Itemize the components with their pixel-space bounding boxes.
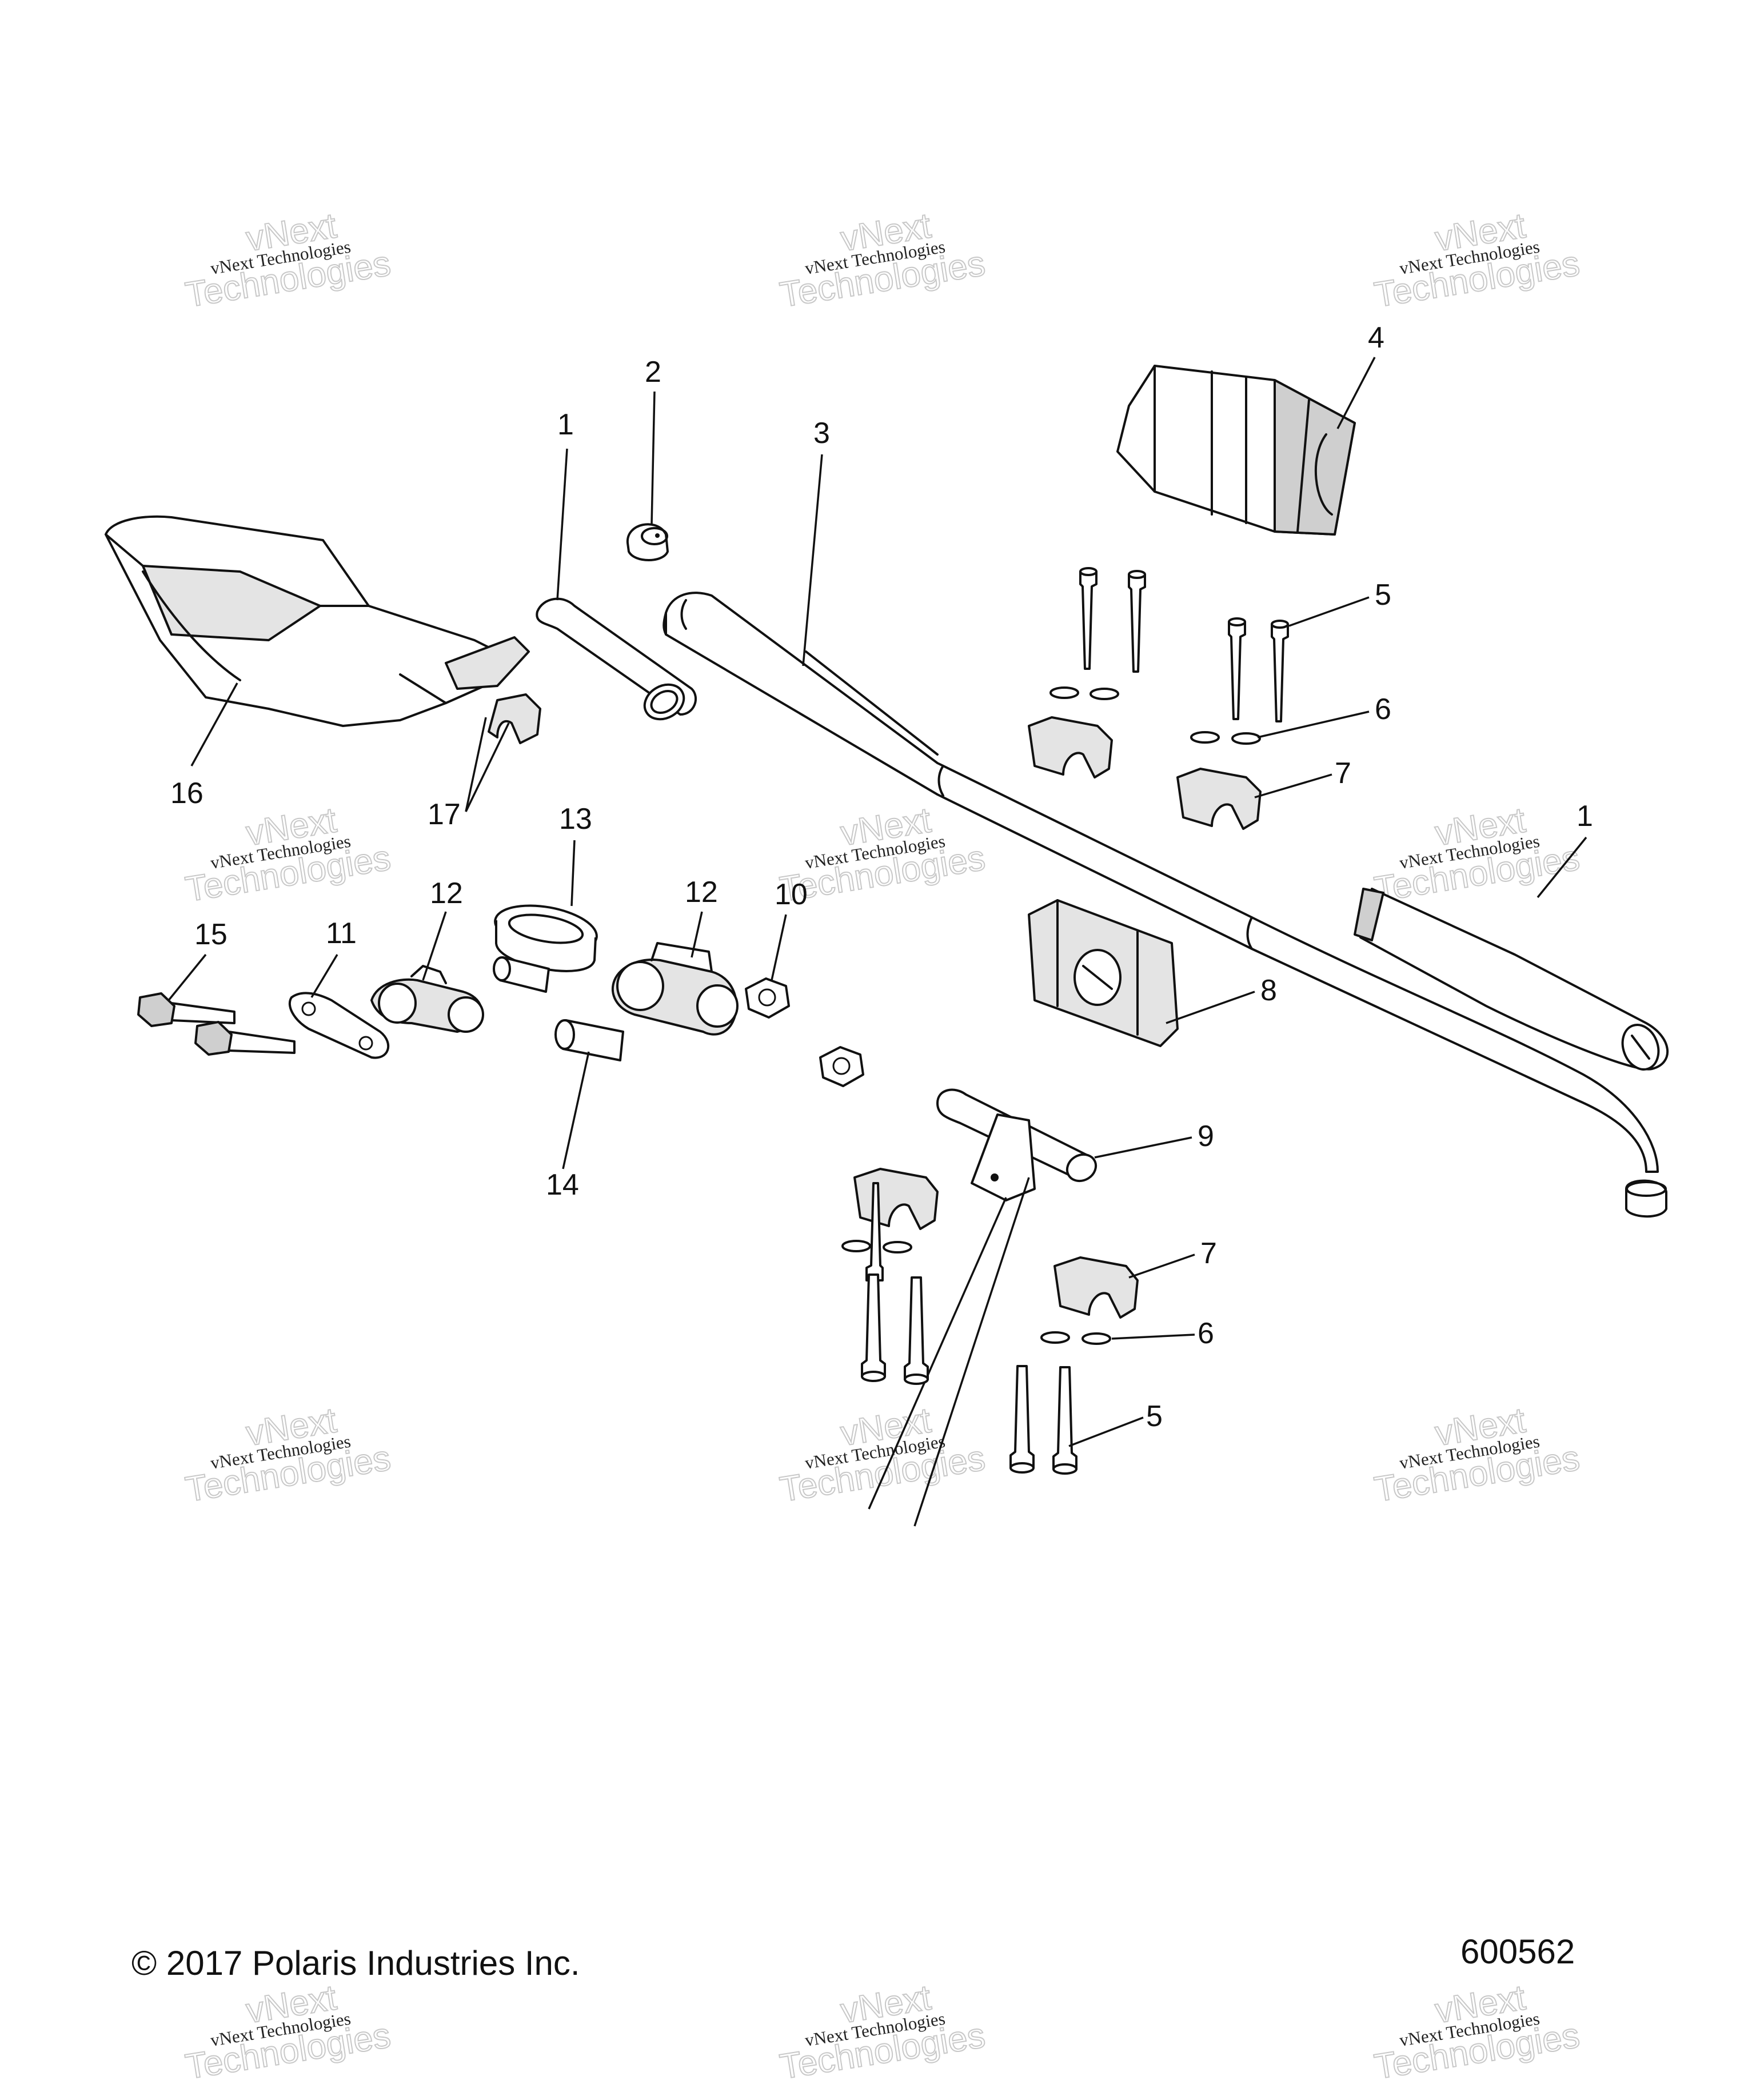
callout-11: 11: [326, 917, 357, 950]
copyright-text: © 2017 Polaris Industries Inc.: [131, 1944, 580, 1982]
callout-13: 13: [559, 803, 592, 836]
part-6-lower-washers[interactable]: [841, 1240, 1111, 1345]
callout-7-lower: 7: [1200, 1237, 1217, 1270]
callout-7-upper: 7: [1335, 757, 1351, 790]
part-8-riser-block[interactable]: [1028, 899, 1179, 1047]
callout-16: 16: [170, 777, 203, 810]
part-10-nuts[interactable]: [745, 977, 864, 1087]
part-5-upper-bolts[interactable]: [1079, 567, 1289, 722]
part-14-bushings[interactable]: [493, 956, 624, 1061]
part-12-left-clamp[interactable]: [370, 965, 484, 1033]
watermark: vNext vNext Technologies Technologies: [182, 205, 394, 316]
bar-end-plug-right[interactable]: [1625, 1179, 1667, 1218]
part-16-handguard[interactable]: [105, 515, 530, 727]
callout-1-left: 1: [557, 408, 574, 441]
part-1-right-grip[interactable]: [1354, 888, 1669, 1075]
watermark: vNext vNext Technologies Technologies: [182, 1977, 394, 2087]
part-12-right-clamp[interactable]: [611, 942, 739, 1036]
part-17-handguard-clamp[interactable]: [488, 693, 541, 744]
callout-3: 3: [813, 417, 830, 450]
figure-number: 600562: [1460, 1933, 1575, 1971]
callout-5-upper: 5: [1375, 578, 1391, 612]
part-15-bolts[interactable]: [137, 992, 296, 1056]
callout-numbers: 1 2 3 4 5 6 7 1 8 9 7 6 5 16 17 13 12 12…: [170, 321, 1593, 1433]
leader-lines: [167, 357, 1587, 1447]
watermark: vNext vNext Technologies Technologies: [182, 800, 394, 910]
part-2-bar-end-plug[interactable]: [626, 523, 669, 561]
callout-8: 8: [1260, 974, 1277, 1007]
callout-9: 9: [1198, 1120, 1214, 1153]
part-9-mount-tube[interactable]: [868, 1088, 1101, 1527]
callout-14: 14: [546, 1168, 579, 1201]
part-5-lower-bolts[interactable]: [861, 1182, 1077, 1475]
watermark: vNext vNext Technologies Technologies: [777, 205, 988, 316]
watermark: vNext vNext Technologies Technologies: [777, 1400, 988, 1510]
part-6-upper-washers[interactable]: [1049, 686, 1261, 745]
part-1-left-grip[interactable]: [536, 597, 697, 726]
part-7-upper-clamps[interactable]: [1028, 716, 1262, 830]
callout-1-right: 1: [1577, 800, 1593, 833]
watermark: vNext vNext Technologies Technologies: [777, 1977, 988, 2087]
callout-5-lower: 5: [1146, 1400, 1163, 1433]
part-4-bar-pad[interactable]: [1116, 365, 1356, 536]
part-13-spacer-ring[interactable]: [492, 899, 600, 972]
callout-10: 10: [775, 878, 808, 911]
watermark-grid: vNext vNext Technologies Technologies vN…: [182, 205, 1583, 2087]
part-3-handlebar[interactable]: [663, 592, 1659, 1173]
callout-2: 2: [645, 356, 661, 389]
watermark: vNext vNext Technologies Technologies: [1371, 1400, 1583, 1510]
watermark: vNext vNext Technologies Technologies: [182, 1400, 394, 1510]
callout-6-upper: 6: [1375, 693, 1391, 726]
callout-6-lower: 6: [1198, 1317, 1214, 1350]
callout-17: 17: [428, 798, 461, 831]
callout-12-right: 12: [685, 876, 718, 909]
callout-12-left: 12: [430, 877, 463, 910]
watermark: vNext vNext Technologies Technologies: [1371, 1977, 1583, 2087]
callout-4: 4: [1368, 321, 1384, 354]
callout-15: 15: [194, 918, 228, 951]
watermark: vNext vNext Technologies Technologies: [1371, 800, 1583, 910]
watermark: vNext vNext Technologies Technologies: [1371, 205, 1583, 316]
